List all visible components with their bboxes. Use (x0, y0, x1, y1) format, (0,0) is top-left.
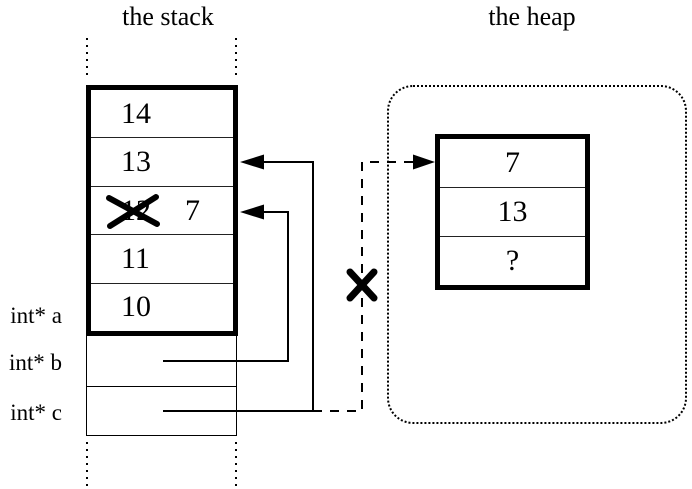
stack-cell-new-value: 7 (185, 193, 200, 227)
heap-cell-value: 13 (497, 195, 528, 228)
heap-cell: ? (440, 236, 585, 285)
stack-extension-box (86, 336, 237, 436)
stack-cell-overwritten: 12 7 (91, 185, 233, 234)
stack-title: the stack (122, 2, 214, 31)
stack-column-guide-bottom-left (86, 442, 88, 488)
pointer-label-c: int* c (10, 400, 62, 425)
heap-cell-value: ? (505, 244, 520, 277)
arrowhead-left-icon (240, 154, 264, 170)
heap-title: the heap (488, 2, 576, 31)
stack-column-guide-top-left (86, 38, 88, 80)
stack-cell: 10 (91, 282, 233, 331)
stack-cell-pointer-b (87, 336, 236, 386)
stack-cell: 14 (91, 90, 233, 137)
stack-frame-box: 14 13 12 7 11 10 (86, 85, 238, 336)
pointer-label-a: int* a (10, 303, 62, 328)
stack-cell-value: 14 (121, 96, 151, 130)
heap-cell: 7 (440, 139, 585, 187)
stack-column-guide-top-right (235, 38, 237, 80)
pointer-label-b: int* b (8, 350, 62, 375)
stack-cell-value: 10 (121, 290, 151, 324)
stack-cell-value: 11 (121, 241, 150, 275)
stack-cell: 13 (91, 137, 233, 185)
stack-cell-pointer-c (87, 386, 236, 436)
heap-cell: 13 (440, 187, 585, 236)
arrowhead-left-icon (240, 204, 264, 220)
stack-cell-old-value: 12 (121, 193, 151, 227)
heap-block-box: 7 13 ? (435, 134, 590, 290)
stack-column-guide-bottom-right (235, 442, 237, 488)
stack-cell: 11 (91, 234, 233, 282)
heap-cell-value: 7 (505, 146, 520, 179)
stack-cell-value: 13 (121, 145, 151, 179)
invalid-pointer-cross-icon (346, 268, 378, 302)
